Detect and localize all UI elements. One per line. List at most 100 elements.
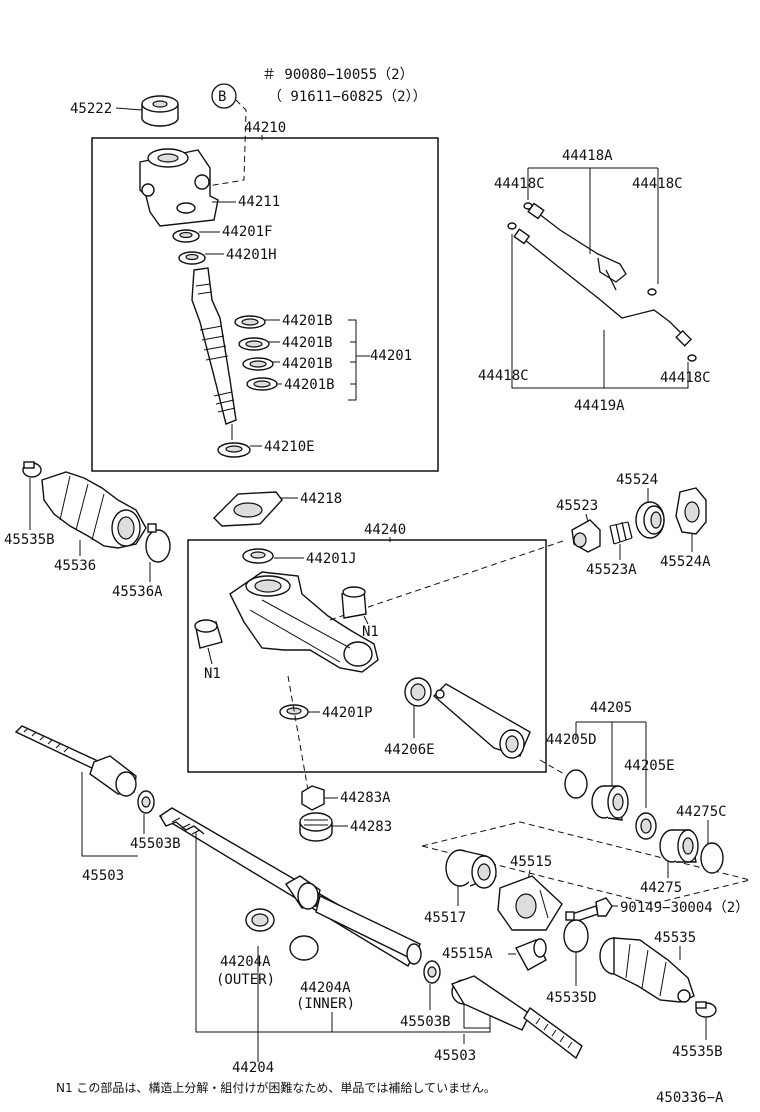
label-45535: 45535 [654, 930, 696, 946]
label-90149: 90149−30004（2） [620, 900, 749, 916]
label-44240: 44240 [364, 522, 406, 538]
label-outer: (OUTER) [216, 972, 275, 988]
label-45535D: 45535D [546, 990, 597, 1006]
label-45515A: 45515A [442, 946, 493, 962]
part-cylinder-tube[interactable] [432, 683, 531, 759]
label-44201: 44201 [370, 348, 412, 364]
part-45535B-clamp-bottom[interactable] [695, 1001, 717, 1018]
part-44205-piston-seal[interactable] [591, 785, 629, 821]
part-pinion-shaft[interactable] [191, 267, 237, 425]
part-44283A-nut[interactable] [301, 785, 325, 811]
part-44210E-seal[interactable] [217, 442, 251, 458]
part-44204A-inner-seal[interactable] [289, 935, 319, 961]
part-44201F-seal[interactable] [172, 229, 200, 243]
ref-b-label: B [218, 89, 226, 105]
label-44418A: 44418A [562, 148, 613, 164]
label-44210: 44210 [244, 120, 286, 136]
part-45535B-clamp-top[interactable] [22, 461, 42, 478]
part-44205E-ring[interactable] [635, 812, 657, 840]
label-45503B-left: 45503B [130, 836, 181, 852]
part-44205D-ring[interactable] [564, 769, 588, 799]
label-44201F: 44201F [222, 224, 273, 240]
label-N1-left: N1 [204, 666, 221, 682]
label-44205: 44205 [590, 700, 632, 716]
label-44201B-2: 44201B [282, 335, 333, 351]
label-alt-part: （ 91611−60825（2）） [268, 89, 427, 105]
part-45536A-clamp[interactable] [145, 523, 171, 563]
box-44210-assembly [91, 137, 439, 472]
label-44201J: 44201J [306, 551, 357, 567]
part-45503-tie-rod-left[interactable] [14, 725, 137, 797]
label-44204A-inner: 44204A [300, 980, 351, 996]
label-45524: 45524 [616, 472, 658, 488]
part-44419A-return-tube[interactable] [513, 228, 693, 347]
label-44275: 44275 [640, 880, 682, 896]
box-44240-housing [187, 539, 547, 773]
label-44275C: 44275C [676, 804, 727, 820]
part-44418A-pressure-hose[interactable] [527, 202, 627, 291]
label-45535B-bottom: 45535B [672, 1044, 723, 1060]
part-44218-gasket[interactable] [213, 491, 283, 527]
label-44201P: 44201P [322, 705, 373, 721]
part-44275C-ring[interactable] [700, 842, 724, 874]
label-45517: 45517 [424, 910, 466, 926]
part-45503-tie-rod-right[interactable] [450, 975, 583, 1060]
part-44201H-seal[interactable] [178, 251, 206, 265]
label-45503-left: 45503 [82, 868, 124, 884]
part-44201P-seal[interactable] [279, 704, 309, 720]
part-45515-bracket[interactable] [497, 875, 563, 931]
label-44204A-outer: 44204A [220, 954, 271, 970]
label-44419A: 44419A [574, 398, 625, 414]
label-44206E: 44206E [384, 742, 435, 758]
part-45524-plug[interactable] [635, 501, 665, 539]
label-45523: 45523 [556, 498, 598, 514]
part-45503B-washer-right[interactable] [423, 960, 441, 984]
part-45515A-cushion[interactable] [515, 938, 547, 971]
label-45222: 45222 [70, 101, 112, 117]
part-44201J-seal[interactable] [242, 548, 274, 564]
footnote: N1 この部品は、構造上分解・組付けが困難なため、単品では補給していません。 [56, 1080, 496, 1095]
label-44204: 44204 [232, 1060, 274, 1076]
part-45222-cap[interactable] [141, 95, 179, 127]
label-45524A: 45524A [660, 554, 711, 570]
label-44210E: 44210E [264, 439, 315, 455]
label-45536A: 45536A [112, 584, 163, 600]
part-44206E-bushing[interactable] [404, 677, 432, 707]
part-44283-plug[interactable] [299, 812, 333, 842]
label-45515: 45515 [510, 854, 552, 870]
part-44204A-outer-seal[interactable] [245, 908, 275, 932]
part-44211-valve-housing[interactable] [139, 148, 219, 227]
label-44283A: 44283A [340, 790, 391, 806]
part-44204-rack[interactable] [158, 807, 422, 967]
part-44275-bush[interactable] [659, 829, 699, 863]
part-44201B-rings[interactable] [234, 315, 278, 391]
label-45535B-top: 45535B [4, 532, 55, 548]
part-N1-bushing-left[interactable] [194, 619, 223, 649]
label-45536: 45536 [54, 558, 96, 574]
label-44205D: 44205D [546, 732, 597, 748]
part-N1-bushing-right[interactable] [341, 586, 367, 619]
label-44418C-tr: 44418C [632, 176, 683, 192]
part-45524A-locknut[interactable] [675, 487, 707, 535]
part-90149-bolt[interactable] [571, 897, 613, 923]
label-hash-part: ＃ 90080−10055（2） [262, 67, 414, 83]
part-44240-gear-housing[interactable] [229, 571, 379, 673]
label-44283: 44283 [350, 819, 392, 835]
label-44201B-3: 44201B [282, 356, 333, 372]
diagram-id: 450336−A [656, 1090, 724, 1106]
part-45523A-spring[interactable] [609, 521, 633, 545]
part-45523-guide[interactable] [571, 519, 601, 553]
part-45535D-clamp[interactable] [563, 911, 589, 953]
label-44211: 44211 [238, 194, 280, 210]
part-45503B-washer-left[interactable] [137, 790, 155, 814]
part-45536-boot[interactable] [41, 471, 147, 549]
label-44201B-1: 44201B [282, 313, 333, 329]
label-44418C-br: 44418C [660, 370, 711, 386]
label-44201B-4: 44201B [284, 377, 335, 393]
part-45517-bushing[interactable] [445, 849, 497, 889]
label-N1-right: N1 [362, 624, 379, 640]
ref-b-circle [211, 83, 237, 109]
label-45503B-right: 45503B [400, 1014, 451, 1030]
part-45535-boot[interactable] [599, 937, 695, 1003]
label-45523A: 45523A [586, 562, 637, 578]
